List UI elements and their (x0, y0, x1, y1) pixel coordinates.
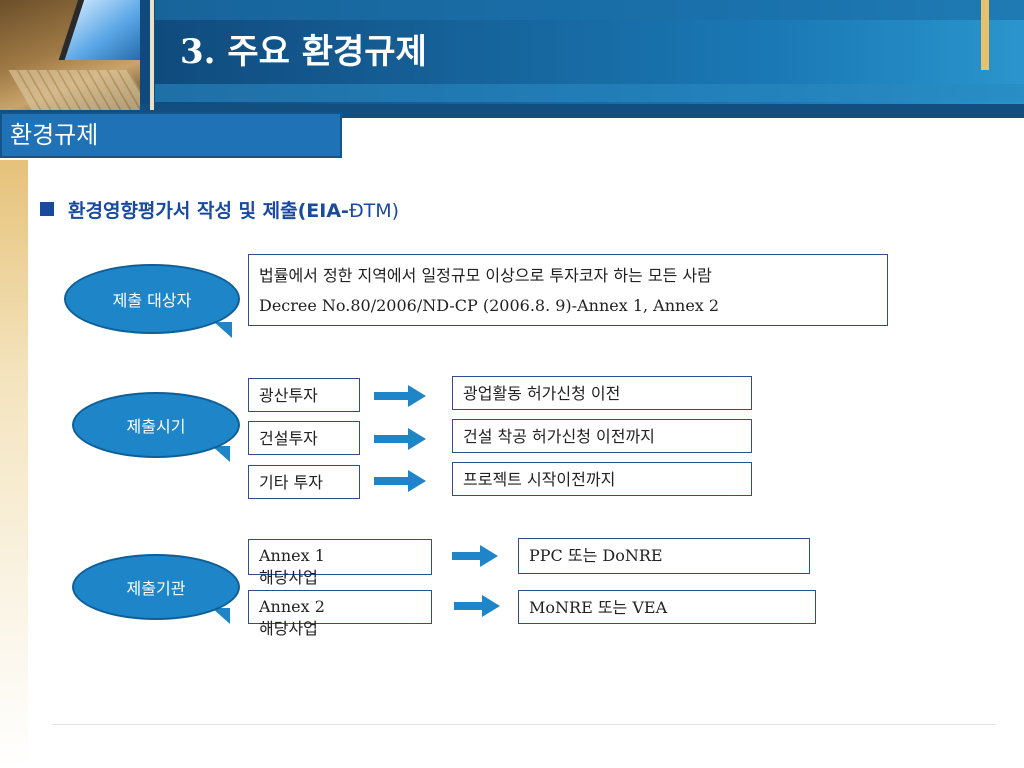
footer-divider (52, 724, 996, 725)
agency-left-line-2: 해당사업 (259, 568, 318, 587)
timing-left-box: 기타 투자 (248, 465, 360, 499)
arrow-right-icon (374, 385, 426, 407)
timing-left-box: 건설투자 (248, 421, 360, 455)
subtitle: 환경영향평가서 작성 및 제출(EIA-ĐTM) (40, 196, 399, 223)
agency-left-box: Annex 1 해당사업 (248, 539, 432, 587)
subtitle-bold-suffix: EIA- (306, 200, 349, 222)
left-decorative-strip (0, 160, 28, 768)
header-banner: 3. 주요 환경규제 (0, 0, 1024, 118)
arrow-right-icon (452, 545, 498, 567)
timing-right-box: 건설 착공 허가신청 이전까지 (452, 419, 752, 453)
bubble-tail (212, 446, 230, 462)
bubble-tail (212, 608, 230, 624)
bubble-tail (214, 322, 232, 338)
header-photo (0, 0, 140, 110)
subtitle-text: 환경영향평가서 작성 및 제출( (68, 200, 307, 222)
timing-right-box: 프로젝트 시작이전까지 (452, 462, 752, 496)
timing-left-box: 광산투자 (248, 378, 360, 412)
header-divider (150, 0, 154, 110)
bubble-label: 제출 대상자 (112, 291, 192, 310)
arrow-right-icon (454, 595, 500, 617)
timing-right-box: 광업활동 허가신청 이전 (452, 376, 752, 410)
bubble-oval (72, 392, 240, 458)
header-stripe (155, 0, 1024, 20)
agency-right-box: PPC 또는 DoNRE (518, 538, 810, 574)
arrow-right-icon (374, 428, 426, 450)
gold-accent-bar (981, 0, 989, 70)
agency-left-line-1: Annex 2 (259, 597, 325, 616)
bubble-timing: 제출시기 (72, 392, 240, 462)
agency-right-box: MoNRE 또는 VEA (518, 590, 816, 624)
agency-left-line-2: 해당사업 (259, 619, 318, 638)
arrow-right-icon (374, 470, 426, 492)
bubble-agency: 제출기관 (72, 554, 240, 624)
submitter-line-2: Decree No.80/2006/ND-CP (2006.8. 9)-Anne… (259, 296, 720, 315)
laptop-screen-image (58, 0, 140, 60)
bubble-label: 제출시기 (126, 417, 186, 436)
agency-left-box: Annex 2 해당사업 (248, 590, 432, 638)
bubble-submitter: 제출 대상자 (64, 264, 240, 338)
header-stripe (155, 84, 1024, 102)
submitter-detail-box: 법률에서 정한 지역에서 일정규모 이상으로 투자코자 하는 모든 사람 Dec… (248, 254, 888, 326)
bubble-oval (64, 264, 240, 334)
section-tab: 환경규제 (0, 112, 342, 158)
laptop-keyboard-image (8, 70, 140, 110)
page-title: 3. 주요 환경규제 (180, 32, 427, 72)
subtitle-tm: ĐTM) (348, 200, 400, 222)
submitter-line-1: 법률에서 정한 지역에서 일정규모 이상으로 투자코자 하는 모든 사람 (259, 266, 712, 285)
bullet-square-icon (40, 202, 54, 216)
agency-left-line-1: Annex 1 (259, 546, 325, 565)
bubble-oval (72, 554, 240, 620)
bubble-label: 제출기관 (126, 579, 186, 598)
